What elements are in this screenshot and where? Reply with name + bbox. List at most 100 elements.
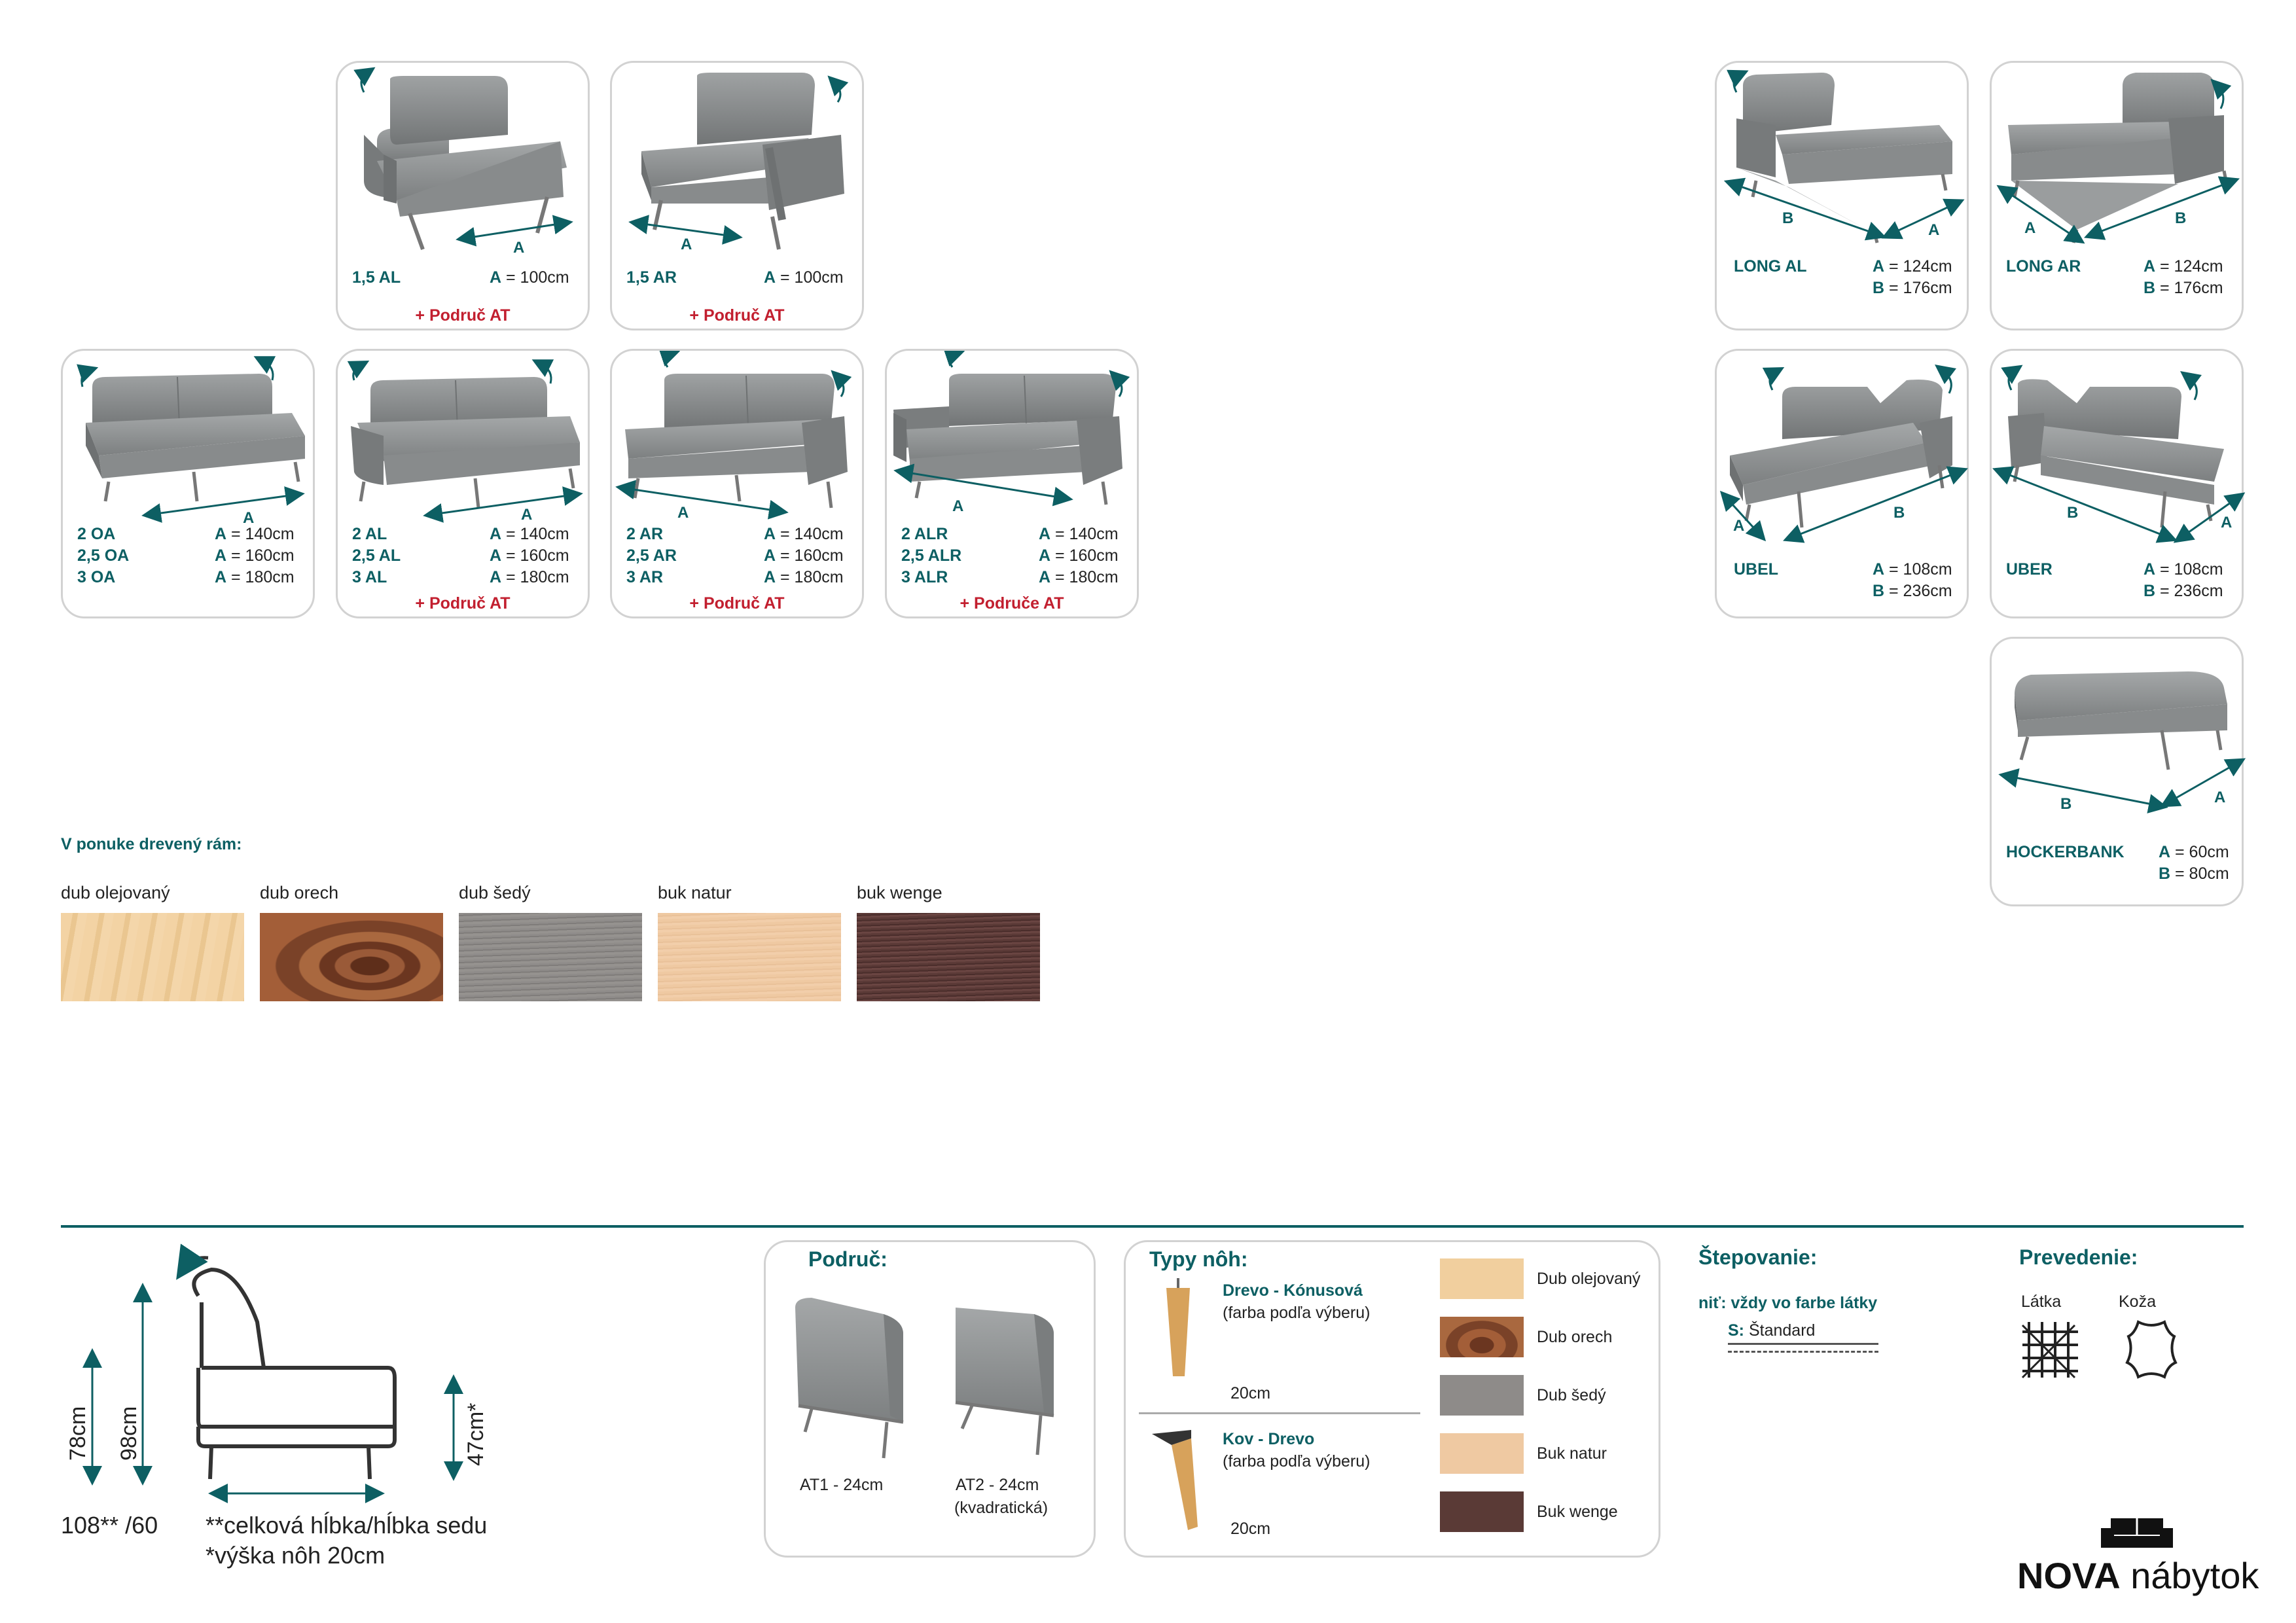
armrest-illustrations: [795, 1298, 1054, 1459]
stitching-standard: S: Štandard: [1728, 1321, 1816, 1340]
armrest-addon-note: + Područ AT: [415, 594, 511, 613]
leg-wood-sub: (farba podľa výberu): [1223, 1304, 1371, 1322]
module-card-1-5-al[interactable]: A 1,5 AL A = 100cm + Područ AT: [336, 61, 590, 330]
side-profile-dimensions-drawing: [82, 1243, 463, 1503]
leg-color-swatch-dub-orech[interactable]: [1440, 1317, 1524, 1357]
module-name: 1,5 AR: [626, 268, 677, 287]
module-name: LONG AR: [2006, 257, 2081, 276]
svg-text:A: A: [2024, 219, 2036, 237]
sofa-long-ar-illustration: A B: [1996, 73, 2240, 244]
leg-metal-title: Kov - Drevo: [1223, 1430, 1315, 1448]
wood-swatch-dub-sedy[interactable]: [459, 913, 642, 1001]
legs-title: Typy nôh:: [1149, 1247, 1248, 1271]
svg-text:B: B: [2175, 209, 2186, 227]
module-name: UBER: [2006, 560, 2053, 579]
wood-name: dub orech: [260, 883, 339, 902]
fabric-label: Látka: [2021, 1293, 2062, 1311]
sofa-logo-icon: [2101, 1518, 2173, 1548]
wood-swatch-buk-wenge[interactable]: [857, 913, 1040, 1001]
sofa-al-illustration: A: [347, 359, 583, 524]
svg-text:A: A: [2221, 514, 2232, 531]
wood-swatch-dub-olejovany[interactable]: [61, 913, 244, 1001]
fabric-icon: [2021, 1322, 2078, 1379]
svg-text:B: B: [2067, 504, 2078, 522]
leg-color-swatch-dub-olejovany[interactable]: [1440, 1258, 1524, 1299]
module-name: UBEL: [1734, 560, 1779, 579]
leather-label: Koža: [2119, 1293, 2156, 1311]
leg-color-swatch-dub-sedy[interactable]: [1440, 1375, 1524, 1416]
sofa-long-al-illustration: B A: [1723, 69, 1965, 243]
module-card-1-5-ar[interactable]: A 1,5 AR A = 100cm + Područ AT: [610, 61, 864, 330]
leg-illustrations: [1152, 1278, 1198, 1530]
wood-swatch-dub-orech[interactable]: [260, 913, 443, 1001]
module-name: 2 AL 2,5 AL 3 AL: [352, 525, 401, 586]
sofa-oa-illustration: A: [77, 356, 305, 527]
leg-metal-height: 20cm: [1230, 1520, 1271, 1538]
wood-swatch-buk-natur[interactable]: [658, 913, 841, 1001]
frame-heading: V ponuke drevený rám:: [61, 835, 242, 853]
sofa-ar-illustration: A: [615, 351, 852, 522]
sofa-1-5-al-illustration: A: [353, 67, 573, 257]
svg-text:B: B: [1893, 504, 1905, 522]
height-78: 78cm: [65, 1406, 90, 1461]
module-name: 2 AR 2,5 AR 3 AR: [626, 525, 677, 586]
leg-metal-sub: (farba podľa výberu): [1223, 1452, 1371, 1471]
armrest-addon-note: + Područ AT: [689, 306, 785, 325]
wood-name: dub šedý: [459, 883, 531, 902]
module-dims: A = 100cm: [764, 268, 844, 287]
armrest-at2-sub: (kvadratická): [954, 1499, 1049, 1517]
leather-icon: [2125, 1320, 2178, 1379]
legs-panel: Typy nôh: Drevo - Kónusová (farba podľa …: [1124, 1240, 1660, 1558]
svg-text:A: A: [243, 509, 254, 527]
stitching-thread-note: niť: vždy vo farbe látky: [1698, 1294, 1878, 1312]
armrest-title: Područ:: [808, 1247, 888, 1271]
svg-text:A: A: [2214, 789, 2225, 806]
module-dims: A = 100cm: [490, 268, 569, 287]
leg-color-name: Dub šedý: [1537, 1386, 1606, 1404]
legs-divider: [1139, 1412, 1420, 1414]
leg-wood-title: Drevo - Kónusová: [1223, 1281, 1363, 1300]
leg-height-note: *výška nôh 20cm: [206, 1542, 386, 1569]
leg-color-name: Dub olejovaný: [1537, 1270, 1641, 1288]
svg-text:A: A: [1733, 517, 1744, 535]
svg-text:A: A: [681, 236, 692, 253]
sofa-1-5-ar-illustration: A: [628, 73, 849, 253]
depth-values: 108** /60: [61, 1512, 158, 1539]
svg-text:B: B: [2060, 795, 2072, 813]
wood-name: buk wenge: [857, 883, 942, 902]
leg-color-swatch-buk-natur[interactable]: [1440, 1433, 1524, 1474]
stitch-line-dashed: [1728, 1351, 1878, 1353]
module-name: 2 ALR 2,5 ALR 3 ALR: [901, 525, 962, 586]
svg-text:A: A: [1928, 221, 1939, 239]
module-name: 2 OA 2,5 OA 3 OA: [77, 525, 130, 586]
armrest-panel: Područ: AT1 - 24cm AT2 - 24cm (kvadratic…: [764, 1240, 1096, 1558]
armrest-addon-note: + Područe AT: [960, 594, 1064, 613]
wood-name: dub olejovaný: [61, 883, 170, 902]
leg-color-swatch-buk-wenge[interactable]: [1440, 1491, 1524, 1532]
sofa-uber-illustration: B A: [1992, 365, 2246, 543]
leg-color-name: Dub orech: [1537, 1328, 1613, 1346]
leg-color-name: Buk wenge: [1537, 1503, 1618, 1521]
module-name: LONG AL: [1734, 257, 1807, 276]
leg-wood-height: 20cm: [1230, 1384, 1271, 1402]
armrest-at1-label: AT1 - 24cm: [800, 1476, 884, 1494]
stitching-title: Štepovanie:: [1698, 1245, 1818, 1269]
svg-text:A: A: [521, 506, 532, 524]
